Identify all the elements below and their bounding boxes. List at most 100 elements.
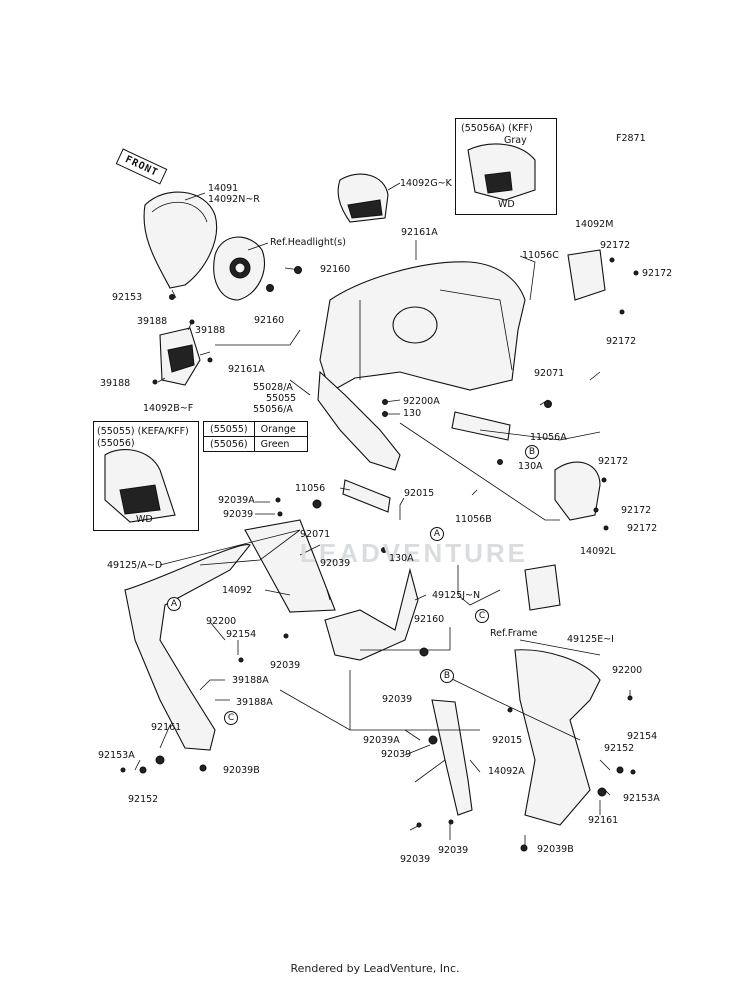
callout-a: A [430, 527, 444, 541]
inset-left-variant: WD [136, 514, 153, 525]
part-label: 92172 [598, 456, 629, 467]
part-label: 130 [403, 408, 422, 419]
inset-left-line2: (55056) [97, 438, 135, 449]
part-label: 14092 [222, 585, 253, 596]
part-label: 92153A [98, 750, 135, 761]
part-label: 92039B [223, 765, 260, 776]
part-label: 92161A [228, 364, 265, 375]
part-label: 39188A [232, 675, 269, 686]
right-bracket-shape [567, 249, 606, 301]
part-label: 55028/A [253, 382, 293, 393]
inner-panel-14092a-shape [431, 699, 473, 816]
inset-left-box: (55055) (KEFA/KFF) (55056) WD [93, 421, 199, 531]
figure-code: F2871 [616, 133, 646, 144]
lower-bracket-shape [554, 461, 601, 521]
lower-duct-shape [324, 567, 419, 661]
part-label: 49125/A~D [107, 560, 163, 571]
part-label: 92161 [151, 722, 182, 733]
inset-top-variant: WD [498, 199, 515, 210]
part-label: 92154 [627, 731, 658, 742]
legend-row: (55056) Green [203, 436, 308, 452]
part-label: 55055 [266, 393, 297, 404]
legend-code: (55055) [203, 421, 255, 437]
part-label: 130A [518, 461, 543, 472]
part-label: 55056/A [253, 404, 293, 415]
part-label: 92015 [492, 735, 523, 746]
part-label: 92039 [270, 660, 301, 671]
inner-panel-14092-shape [244, 519, 336, 613]
legend-color: Green [253, 436, 308, 452]
part-label: 92172 [627, 523, 658, 534]
part-label: 130A [389, 553, 414, 564]
part-label: 39188A [236, 697, 273, 708]
callout-c: C [224, 711, 238, 725]
left-side-fairing-shape [124, 544, 251, 751]
inset-left-line1: (55055) (KEFA/KFF) [97, 426, 189, 437]
color-legend: (55055) Orange (55056) Green [203, 421, 308, 452]
part-label: 92071 [300, 529, 331, 540]
ref-frame-label: Ref.Frame [490, 628, 538, 639]
part-label: 92160 [414, 614, 445, 625]
legend-code: (55056) [203, 436, 255, 452]
part-label: 39188 [137, 316, 168, 327]
part-label: 92039A [218, 495, 255, 506]
part-label: 92160 [254, 315, 285, 326]
ref-headlight-label: Ref.Headlight(s) [270, 237, 346, 248]
legend-color: Orange [253, 421, 308, 437]
part-label: 39188 [100, 378, 131, 389]
right-side-fairing-shape [514, 649, 601, 826]
part-label: 92039 [438, 845, 469, 856]
callout-a: A [167, 597, 181, 611]
part-label: 92071 [534, 368, 565, 379]
callout-b: B [525, 445, 539, 459]
watermark-text: LEADVENTURE [300, 538, 529, 568]
cowl-lower-skirt [317, 370, 401, 471]
part-label: 14092G~K [400, 178, 452, 189]
part-label: 14092A [488, 766, 525, 777]
part-label: 14092B~F [143, 403, 194, 414]
inset-top-color-note: Gray [504, 135, 527, 146]
part-label: 92039A [363, 735, 400, 746]
part-label: 14092L [580, 546, 616, 557]
inset-top-box: (55056A) (KFF) Gray WD [455, 118, 557, 215]
part-label: 92039 [382, 694, 413, 705]
part-label: 11056B [455, 514, 492, 525]
part-label: 92039 [381, 749, 412, 760]
part-label: 49125E~I [567, 634, 614, 645]
part-label: 92172 [642, 268, 673, 279]
part-label: 11056 [295, 483, 326, 494]
part-label: 92160 [320, 264, 351, 275]
headlight-cover-shape [143, 191, 218, 289]
legend-row: (55055) Orange [203, 421, 308, 437]
stay-11056a-shape [451, 411, 511, 441]
part-label: 92039 [400, 854, 431, 865]
part-label: 92154 [226, 629, 257, 640]
callout-c: C [475, 609, 489, 623]
part-label: 92153A [623, 793, 660, 804]
part-label: 92200 [206, 616, 237, 627]
part-label: 92200 [612, 665, 643, 676]
callout-b: B [440, 669, 454, 683]
part-label: 92161A [401, 227, 438, 238]
part-label: 92039 [223, 509, 254, 520]
inset-top-label: (55056A) (KFF) [461, 123, 533, 134]
part-label: 92172 [606, 336, 637, 347]
part-label: 14092M [575, 219, 614, 230]
footer-credit: Rendered by LeadVenture, Inc. [290, 962, 460, 975]
part-label: 92172 [621, 505, 652, 516]
part-label: 92152 [128, 794, 159, 805]
part-label: 92161 [588, 815, 619, 826]
part-label: 92153 [112, 292, 143, 303]
part-label: 92015 [404, 488, 435, 499]
part-label: 92200A [403, 396, 440, 407]
part-label: 92039 [320, 558, 351, 569]
part-label: 14092N~R [208, 194, 260, 205]
part-label: 49125J~N [432, 590, 481, 601]
part-label: 11056A [530, 432, 567, 443]
part-label: 39188 [195, 325, 226, 336]
part-label: 92039B [537, 844, 574, 855]
part-label: 11056C [522, 250, 559, 261]
part-label: 92172 [600, 240, 631, 251]
stay-11056-shape [342, 479, 391, 513]
